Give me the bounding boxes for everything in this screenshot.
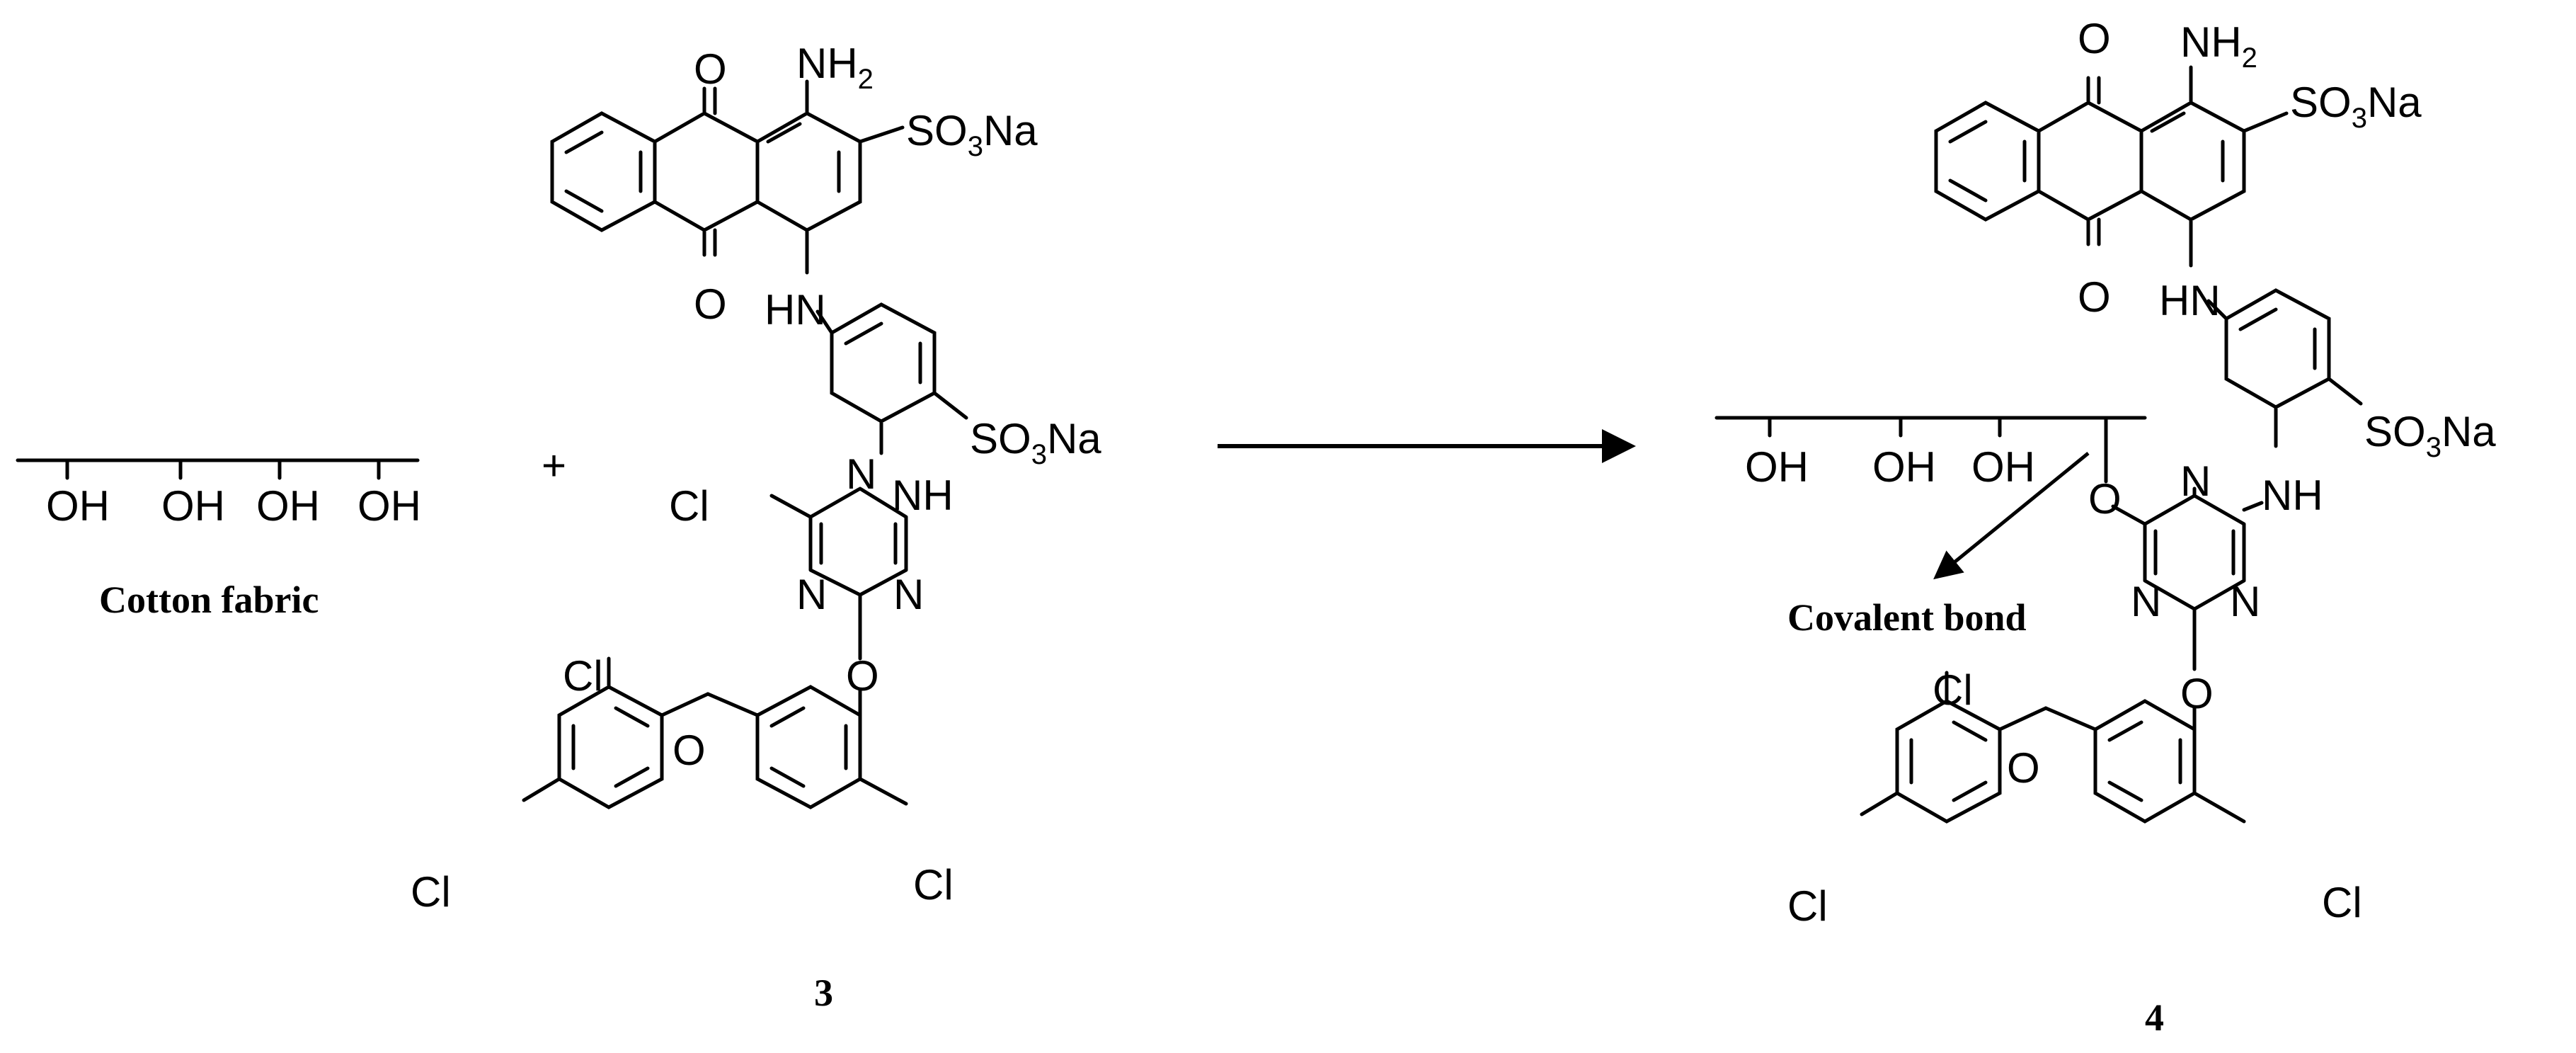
- c4-fabric-oh-3: OH: [1971, 443, 2035, 491]
- covalent-bond-pointer: [1933, 452, 2090, 580]
- c3-chloro-right: Cl: [913, 861, 954, 909]
- c4-fabric-oh-2: OH: [1872, 443, 1936, 491]
- c4-ether-o-bridge: O: [2007, 744, 2040, 792]
- c4-chloro-left: Cl: [1787, 882, 1828, 930]
- c3-ether-o-triazine: O: [846, 652, 879, 700]
- c4-carbonyl-o-bottom: O: [2078, 273, 2111, 321]
- c3-triazine-n-left: N: [796, 571, 827, 618]
- c4-imine-nh: NH: [2262, 472, 2323, 519]
- c4-ether-o-triazine: O: [2180, 670, 2214, 717]
- c4-chloro-upper: Cl: [1933, 666, 1973, 714]
- c4-imine-hn: HN: [2159, 277, 2221, 324]
- compound-4-bonds: [1715, 65, 2363, 824]
- fabric-oh-3: OH: [256, 482, 320, 530]
- c4-carbonyl-o-top: O: [2078, 15, 2111, 62]
- c3-chloro-left: Cl: [411, 868, 451, 916]
- c3-sulfonate-top: SO3Na: [906, 107, 1038, 162]
- c3-triazine-n-top: N: [846, 450, 876, 498]
- c3-imine-nh: NH: [892, 472, 954, 519]
- c4-triazine-n-right: N: [2230, 578, 2260, 625]
- cotton-fabric-reactant: OH OH OH OH Cotton fabric: [16, 458, 421, 621]
- c4-chloro-right: Cl: [2322, 879, 2362, 926]
- fabric-oh-1: OH: [46, 482, 110, 530]
- c4-fabric-oh-1: OH: [1745, 443, 1809, 491]
- cotton-fabric-caption: Cotton fabric: [99, 579, 319, 621]
- compound-4-label: 4: [2145, 996, 2164, 1039]
- c4-triazine-n-left: N: [2131, 578, 2161, 625]
- fabric-chain-bond: [16, 458, 420, 480]
- c4-triazine-n-top: N: [2180, 457, 2211, 505]
- c3-chloro-triazine: Cl: [669, 482, 709, 530]
- c4-sulfonate-top: SO3Na: [2290, 79, 2422, 134]
- fabric-oh-2: OH: [161, 482, 225, 530]
- c4-ether-o-fabric: O: [2088, 475, 2122, 523]
- c4-sulfonate-mid: SO3Na: [2364, 408, 2496, 463]
- c3-sulfonate-mid: SO3Na: [970, 415, 1101, 470]
- compound-3-label: 3: [814, 972, 833, 1014]
- c3-amine-nh2: NH2: [796, 40, 874, 95]
- compound-4: OH OH OH Covalent bond O O NH2 SO3Na HN …: [1715, 15, 2496, 1039]
- c3-chloro-upper: Cl: [563, 652, 603, 700]
- fabric-oh-4: OH: [357, 482, 421, 530]
- covalent-bond-label: Covalent bond: [1787, 596, 2027, 639]
- c3-imine-hn: HN: [765, 286, 826, 334]
- compound-3-bonds: [522, 79, 968, 809]
- c3-triazine-n-right: N: [893, 571, 924, 618]
- compound-3: O O NH2 SO3Na HN SO3Na NH Cl N N N O O C…: [411, 40, 1101, 1014]
- c4-amine-nh2: NH2: [2180, 18, 2257, 74]
- c3-carbonyl-o-bottom: O: [694, 280, 727, 328]
- c3-carbonyl-o-top: O: [694, 45, 727, 93]
- plus-sign: +: [542, 442, 566, 489]
- c3-ether-o-bridge: O: [672, 727, 706, 774]
